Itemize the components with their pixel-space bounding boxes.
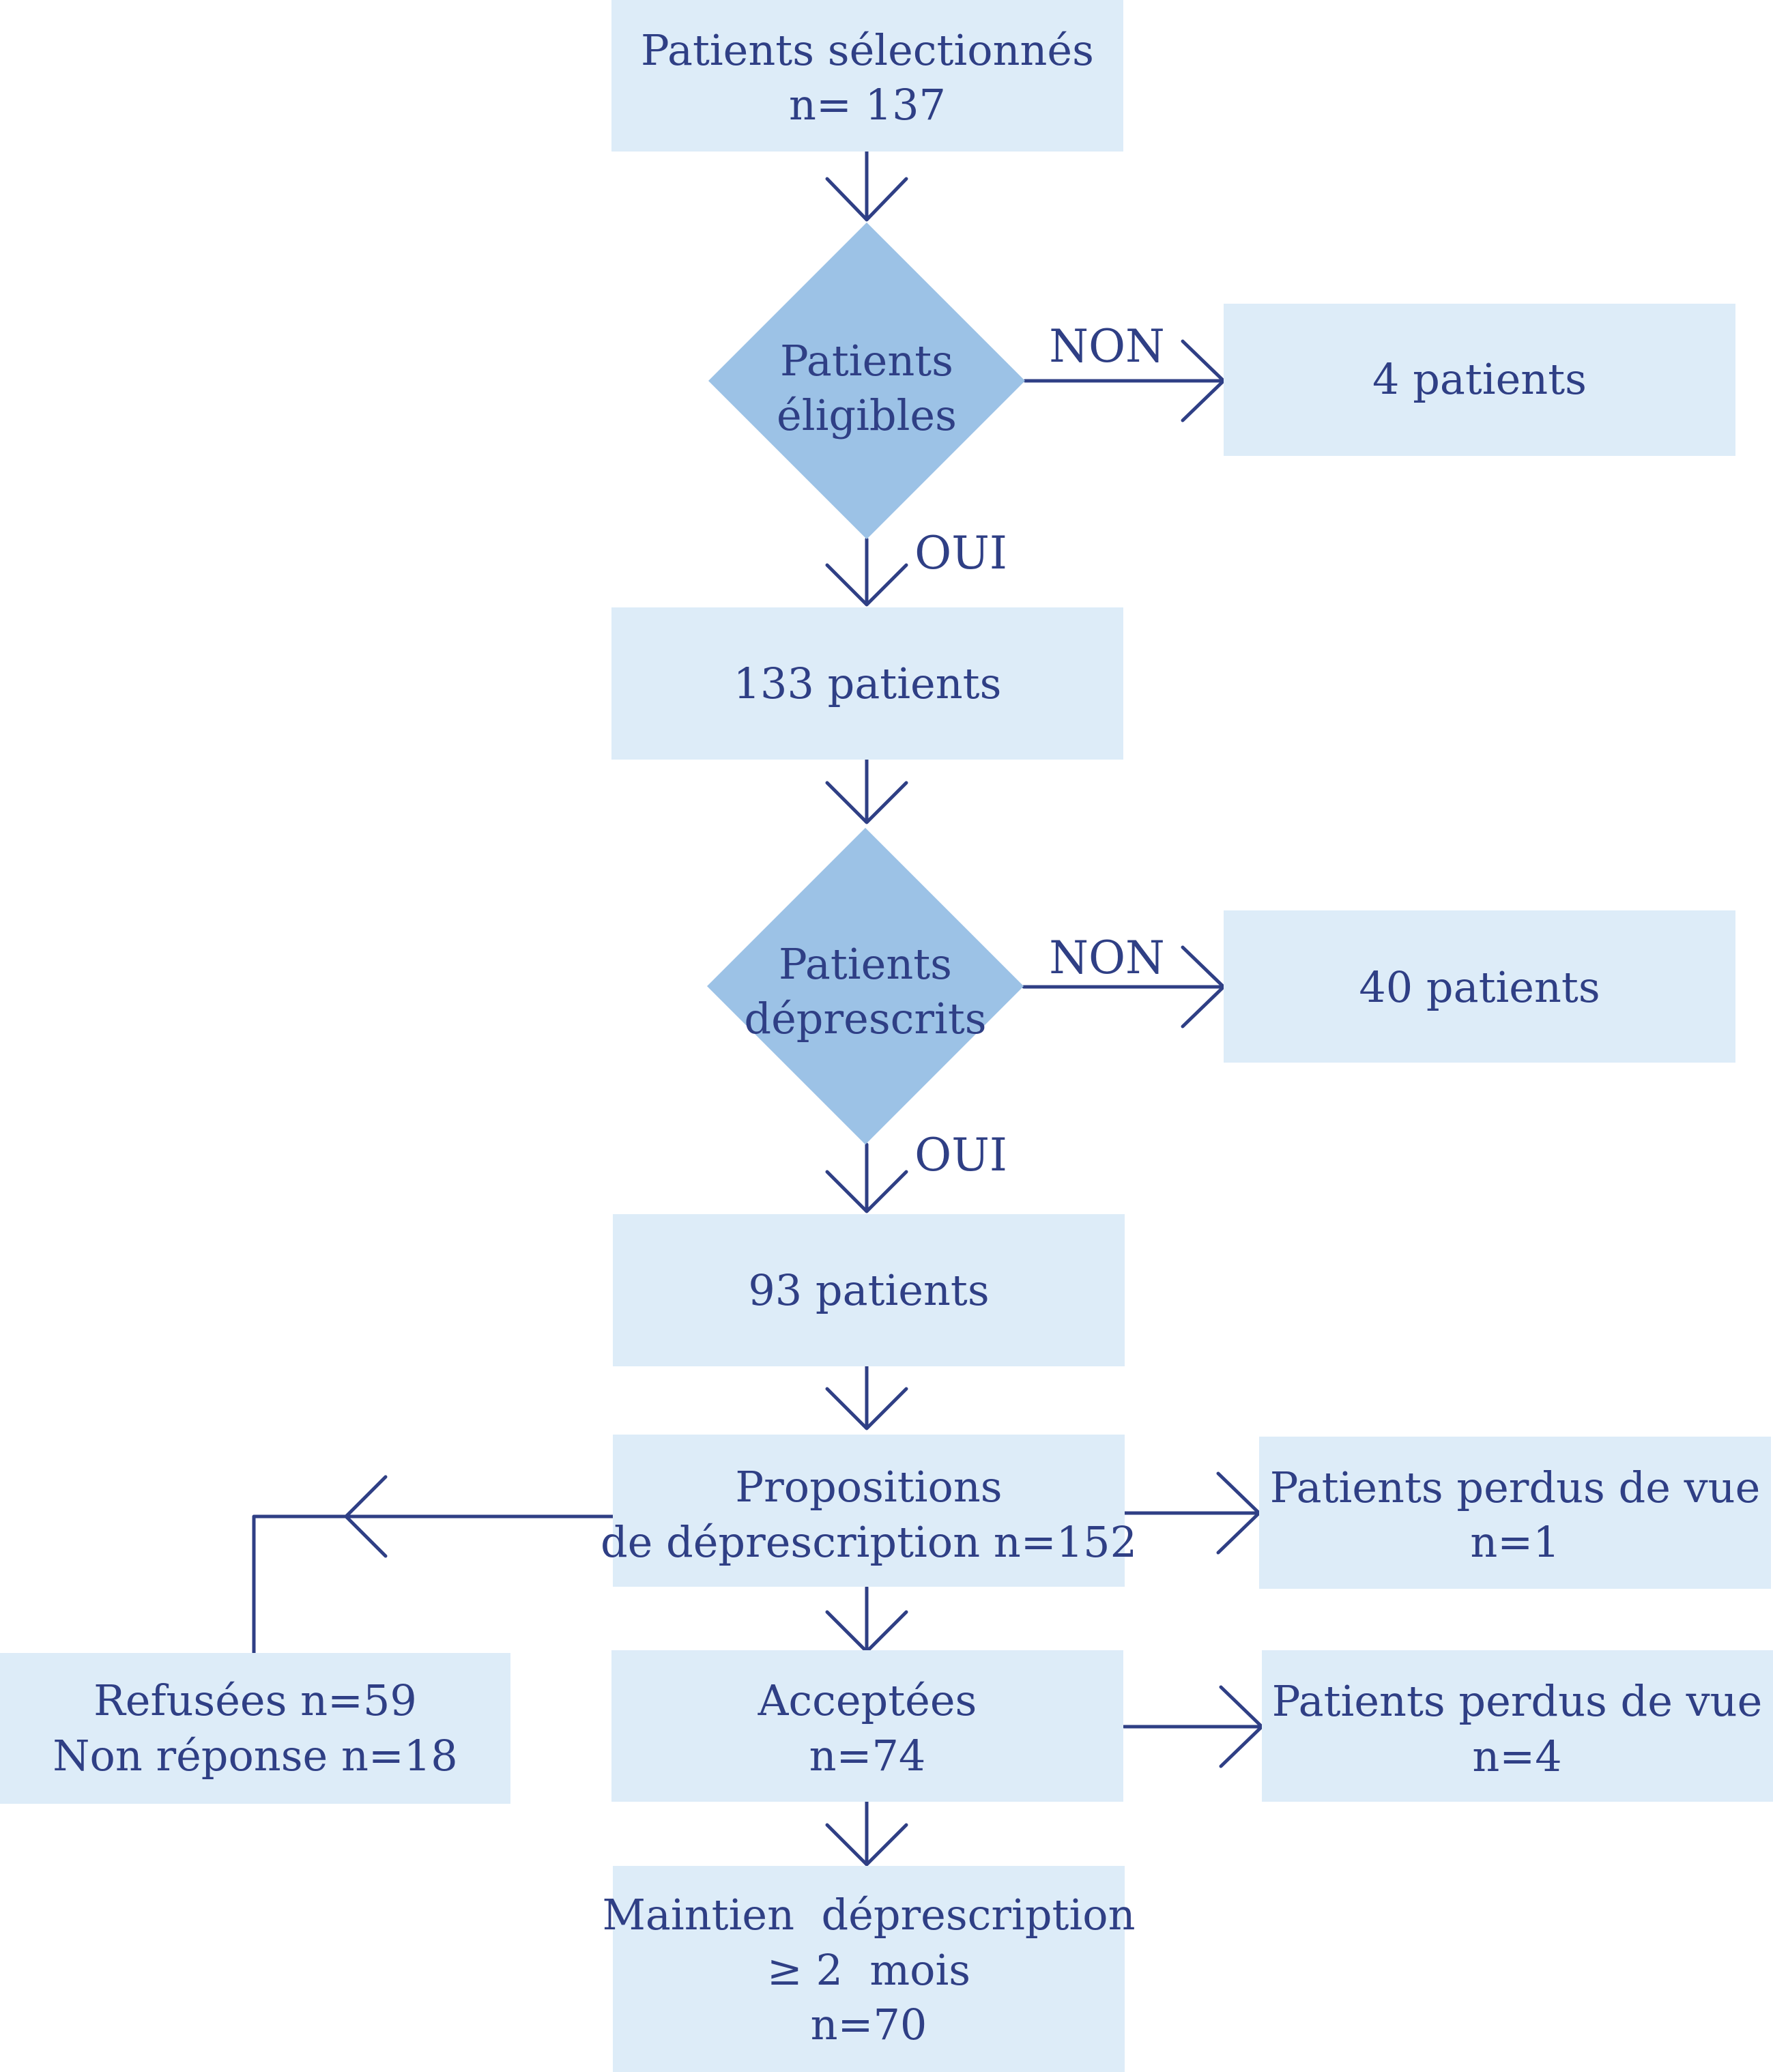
edge-label-eligible-yes: OUI [914,527,1007,579]
decision-eligible-line-1: Patients [780,336,953,386]
node-excluded-40: 40 patients [1224,910,1735,1063]
node-accepted-line-1: Acceptées [758,1675,977,1725]
node-refused-line-1: Refusées n=59 [93,1675,417,1725]
node-maintained: Maintien déprescription ≥ 2 mois n=70 [602,1866,1136,2072]
decision-deprescribed: Patients déprescrits [707,828,1024,1145]
arrow-93-to-proposals [825,1364,908,1430]
arrow-eligible-to-133 [825,537,908,607]
arrow-133-to-deprescribed [825,758,908,824]
node-lost-1: Patients perdus de vue n=1 [1259,1437,1771,1589]
node-93: 93 patients [613,1214,1125,1366]
decision-deprescribed-line-2: déprescrits [744,994,986,1044]
node-maintained-line-2: ≥ 2 mois [767,1945,970,1995]
node-lost-1-line-2: n=1 [1470,1517,1559,1567]
node-lost-1-line-1: Patients perdus de vue [1270,1463,1761,1512]
node-excluded-4: 4 patients [1224,304,1735,456]
node-proposals: Propositions de déprescription n=152 [601,1435,1137,1587]
arrow-proposals-to-accepted [825,1585,908,1654]
connectors [252,149,1264,1867]
arrow-accepted-to-lost-4 [1122,1685,1264,1768]
node-93-line-1: 93 patients [748,1265,989,1315]
node-excluded-4-line-1: 4 patients [1372,354,1587,404]
arrow-proposals-to-refused [252,1475,615,1655]
node-lost-4-line-1: Patients perdus de vue [1272,1676,1763,1726]
node-accepted-line-2: n=74 [809,1731,926,1781]
node-lost-4: Patients perdus de vue n=4 [1262,1650,1773,1802]
decision-eligible-line-2: éligibles [777,390,957,440]
arrow-proposals-to-lost-1 [1123,1471,1261,1555]
edge-label-eligible-no: NON [1049,320,1165,373]
decision-deprescribed-line-1: Patients [779,939,952,989]
node-excluded-40-line-1: 40 patients [1359,962,1600,1012]
node-selected-line-1: Patients sélectionnés [641,25,1094,75]
node-maintained-line-3: n=70 [811,2000,927,2049]
node-accepted: Acceptées n=74 [611,1650,1123,1802]
node-133: 133 patients [611,607,1123,760]
node-proposals-line-2: de déprescription n=152 [601,1517,1137,1567]
node-selected-line-2: n= 137 [789,80,946,130]
arrow-selected-to-eligible [825,149,908,222]
edge-label-deprescribed-yes: OUI [914,1129,1007,1181]
arrow-deprescribed-to-93 [825,1142,908,1213]
node-refused: Refusées n=59 Non réponse n=18 [0,1653,510,1804]
decision-eligible: Patients éligibles [708,222,1025,539]
node-maintained-line-1: Maintien déprescription [602,1890,1135,1940]
node-selected: Patients sélectionnés n= 137 [611,0,1123,152]
edge-label-deprescribed-no: NON [1049,932,1165,984]
node-lost-4-line-2: n=4 [1472,1731,1561,1781]
node-proposals-line-1: Propositions [735,1462,1002,1512]
arrow-accepted-to-maintained [825,1800,908,1867]
node-refused-line-2: Non réponse n=18 [53,1731,457,1781]
node-133-line-1: 133 patients [734,659,1002,708]
